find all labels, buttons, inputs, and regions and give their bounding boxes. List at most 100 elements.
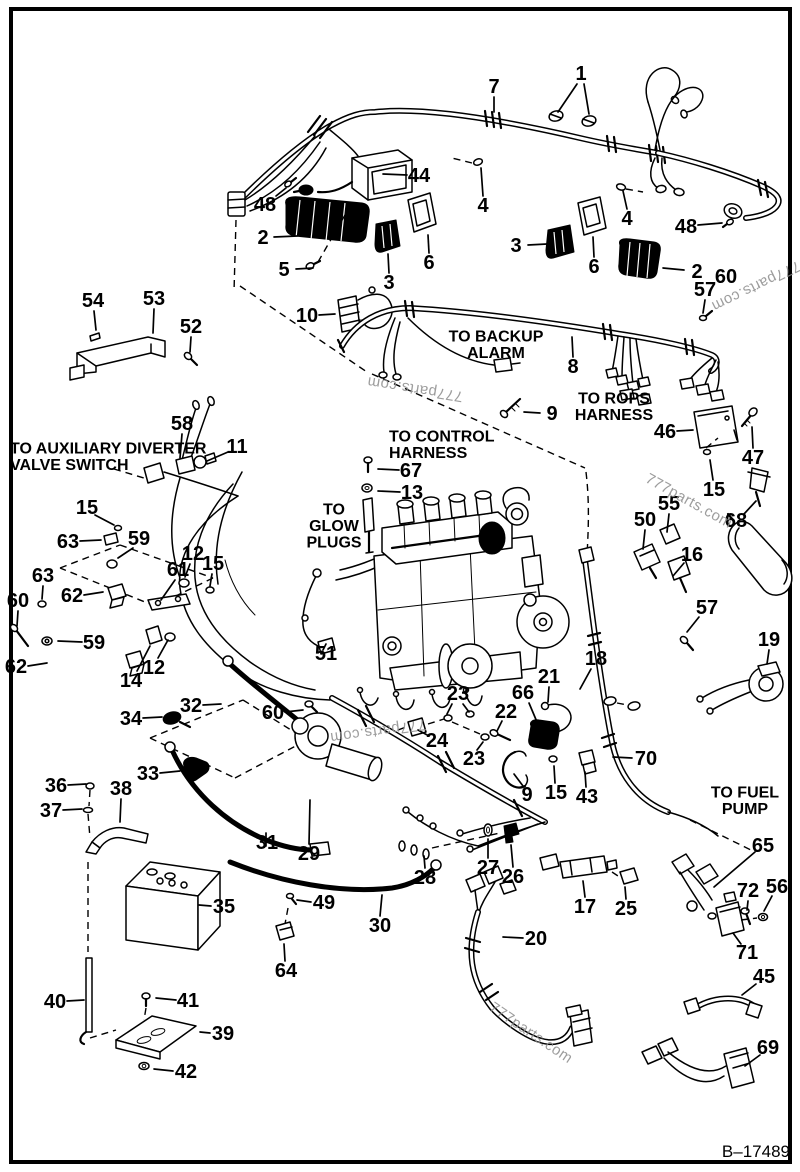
leader-line-34 (142, 716, 163, 719)
part-label-69: 69 (757, 1037, 779, 1059)
leader-line-16 (672, 562, 685, 577)
leader-line-69 (744, 1054, 761, 1067)
leader-line-3 (527, 243, 548, 246)
part-label-16: 16 (681, 544, 703, 566)
leader-line-26 (510, 844, 514, 868)
part-label-5: 5 (278, 259, 289, 281)
leader-line-58 (179, 433, 183, 459)
part-label-44: 44 (408, 165, 431, 187)
leader-line-4 (480, 167, 484, 197)
leader-line-29 (308, 799, 311, 845)
leader-line-55 (666, 513, 670, 533)
part-label-12: 12 (182, 543, 204, 565)
watermark-2: 777parts.com (366, 373, 464, 405)
part-label-28: 28 (414, 867, 436, 889)
leader-line-45 (741, 983, 757, 996)
part-label-4: 4 (621, 208, 633, 230)
leader-lines (16, 83, 773, 1072)
leader-line-9 (513, 773, 524, 787)
part-label-30: 30 (369, 915, 391, 937)
watermark-4: 777parts.com (486, 999, 576, 1067)
leader-line-2 (662, 267, 685, 271)
part-label-62: 62 (5, 656, 27, 678)
part-label-7: 7 (488, 76, 499, 98)
diagram-line-art (9, 7, 793, 1164)
part-label-9: 9 (546, 403, 557, 425)
part-label-17: 17 (574, 896, 596, 918)
part-label-43: 43 (576, 786, 598, 808)
part-label-58: 58 (171, 413, 193, 435)
part-label-3: 3 (510, 235, 521, 257)
part-label-70: 70 (635, 748, 657, 770)
leader-line-1 (557, 83, 578, 113)
part-label-57: 57 (694, 279, 716, 301)
part-label-52: 52 (180, 316, 202, 338)
part-label-19: 19 (758, 629, 780, 651)
part-label-12: 12 (143, 657, 165, 679)
leader-line-62 (27, 662, 48, 667)
part-label-20: 20 (525, 928, 547, 950)
part-label-60: 60 (7, 590, 29, 612)
leader-line-51 (322, 643, 327, 651)
callout-aux-diverter: VALVE SWITCH (10, 457, 129, 474)
leader-line-3 (387, 253, 390, 274)
part-label-31: 31 (256, 832, 278, 854)
part-label-8: 8 (567, 356, 578, 378)
part-label-48: 48 (675, 216, 697, 238)
part-label-60: 60 (715, 266, 737, 288)
part-label-11: 11 (226, 436, 247, 458)
leader-line-59 (57, 640, 83, 643)
part-label-21: 21 (538, 666, 560, 688)
leader-line-22 (496, 720, 503, 732)
part-label-1: 1 (575, 63, 586, 85)
leader-line-21 (547, 686, 550, 703)
part-label-29: 29 (298, 843, 320, 865)
part-label-55: 55 (658, 493, 680, 515)
leader-line-42 (153, 1068, 174, 1072)
leader-line-15 (209, 573, 213, 587)
leader-line-17 (582, 880, 586, 898)
part-label-68: 68 (725, 510, 747, 532)
leader-line-64 (283, 943, 286, 962)
leader-line-44 (382, 173, 408, 176)
leader-line-53 (152, 308, 155, 334)
leader-line-18 (579, 668, 592, 690)
callout-rops-harness: TO ROPS (578, 391, 650, 408)
part-label-51: 51 (315, 643, 337, 665)
leader-line-5 (295, 267, 314, 270)
part-label-26: 26 (502, 866, 524, 888)
part-label-2: 2 (257, 227, 268, 249)
part-label-48: 48 (254, 194, 276, 216)
part-label-54: 54 (82, 290, 105, 312)
part-label-23: 23 (447, 683, 469, 705)
leader-line-52 (189, 336, 192, 353)
leader-line-12 (157, 639, 169, 659)
callout-control-harness: TO CONTROL (389, 429, 495, 446)
callout-glow-plugs: GLOW (309, 518, 360, 535)
drawing-number: B–17489 (722, 1142, 790, 1161)
leader-line-63 (79, 539, 102, 542)
leader-line-61 (160, 579, 176, 601)
leader-line-28 (423, 855, 426, 869)
part-label-42: 42 (175, 1061, 197, 1083)
callout-glow-plugs: PLUGS (306, 535, 361, 552)
leader-line-24 (417, 729, 430, 737)
part-label-18: 18 (585, 648, 607, 670)
leader-line-4 (622, 190, 628, 210)
callout-backup-alarm: ALARM (467, 345, 525, 362)
leader-line-60 (16, 610, 19, 627)
part-label-64: 64 (275, 960, 298, 982)
callout-rops-harness: HARNESS (575, 407, 654, 424)
leader-line-49 (296, 899, 312, 903)
leader-line-47 (751, 426, 754, 449)
part-label-10: 10 (296, 305, 318, 327)
leader-line-19 (766, 649, 770, 665)
part-label-56: 56 (766, 876, 788, 898)
part-label-66: 66 (512, 682, 534, 704)
part-label-71: 71 (736, 942, 758, 964)
leader-line-20 (502, 936, 524, 939)
callout-glow-plugs: TO (323, 502, 345, 519)
leader-line-46 (676, 429, 694, 432)
part-label-15: 15 (545, 782, 567, 804)
